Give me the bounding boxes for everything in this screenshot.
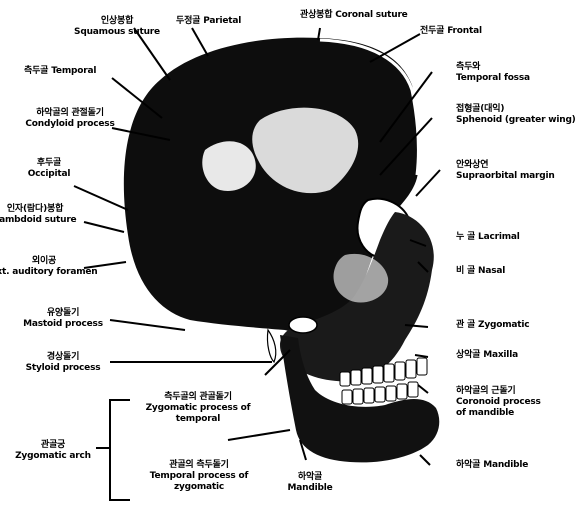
label-condyloid-process: 하악골의 관절돌기 Condyloid process bbox=[20, 108, 120, 130]
mandible-right-ko: 하악골 bbox=[456, 460, 480, 470]
temporal-process-zygomatic-en1: Temporal process of bbox=[134, 471, 264, 482]
label-lambdoid-suture: 인자(람다)봉합 Lambdoid suture bbox=[0, 204, 86, 226]
occipital-en: Occipital bbox=[14, 169, 84, 180]
zygomatic-process-temporal-en2: temporal bbox=[132, 414, 264, 425]
label-frontal: 전두골 Frontal bbox=[420, 26, 482, 37]
auditory-foramen bbox=[289, 317, 317, 333]
mandible-right-en: Mandible bbox=[483, 460, 528, 470]
label-mandible-bottom: 하악골 Mandible bbox=[280, 472, 340, 494]
label-coronal-suture: 관상봉합 Coronal suture bbox=[300, 10, 408, 21]
temporal-ko: 측두골 bbox=[24, 66, 48, 76]
lacrimal-en: Lacrimal bbox=[478, 232, 520, 242]
ext-auditory-ko: 외이공 bbox=[0, 256, 102, 267]
zygomatic-process-temporal-en1: Zygomatic process of bbox=[132, 403, 264, 414]
supraorbital-margin-ko: 안와상연 bbox=[456, 160, 555, 171]
lambdoid-suture-ko: 인자(람다)봉합 bbox=[0, 204, 86, 215]
maxilla-ko: 상악골 bbox=[456, 350, 480, 360]
parietal-ko: 두정골 bbox=[176, 16, 200, 26]
label-sphenoid: 접형골(대익) Sphenoid (greater wing) bbox=[456, 104, 576, 126]
mastoid bbox=[267, 330, 275, 362]
label-mandible-right: 하악골 Mandible bbox=[456, 460, 528, 471]
condyloid-process-ko: 하악골의 관절돌기 bbox=[20, 108, 120, 119]
styloid-process-en: Styloid process bbox=[18, 363, 108, 374]
coronoid-process-ko: 하악골의 근돌기 bbox=[456, 386, 541, 397]
label-parietal: 두정골 Parietal bbox=[176, 16, 241, 27]
label-mastoid-process: 유양돌기 Mastoid process bbox=[18, 308, 108, 330]
coronoid-process-en1: Coronoid process bbox=[456, 397, 541, 408]
ext-auditory-en: Ext. auditory foramen bbox=[0, 267, 102, 278]
nasal-ko: 비 골 bbox=[456, 266, 475, 276]
label-zygomatic-process-temporal: 측두골의 관골돌기 Zygomatic process of temporal bbox=[132, 392, 264, 425]
temporal-fossa-ko: 측두와 bbox=[456, 62, 530, 73]
lacrimal-ko: 누 골 bbox=[456, 232, 475, 242]
label-maxilla: 상악골 Maxilla bbox=[456, 350, 518, 361]
zygomatic-arch-en: Zygomatic arch bbox=[8, 451, 98, 462]
condyloid-process-en: Condyloid process bbox=[20, 119, 120, 130]
label-ext-auditory: 외이공 Ext. auditory foramen bbox=[0, 256, 102, 278]
temporal-fossa-en: Temporal fossa bbox=[456, 73, 530, 84]
zygomatic-process-temporal-ko: 측두골의 관골돌기 bbox=[132, 392, 264, 403]
frontal-ko: 전두골 bbox=[420, 26, 444, 36]
squamous-suture-en: Squamous suture bbox=[72, 27, 162, 38]
coronal-suture-ko: 관상봉합 bbox=[300, 10, 332, 20]
label-squamous-suture: 인상봉합 Squamous suture bbox=[72, 16, 162, 38]
parietal-en: Parietal bbox=[203, 16, 241, 26]
zygomatic-en: Zygomatic bbox=[478, 320, 529, 330]
mandible-bottom-ko: 하악골 bbox=[280, 472, 340, 483]
maxilla-en: Maxilla bbox=[483, 350, 518, 360]
label-temporal: 측두골 Temporal bbox=[24, 66, 96, 77]
label-lacrimal: 누 골 Lacrimal bbox=[456, 232, 520, 243]
nasal-en: Nasal bbox=[478, 266, 505, 276]
label-temporal-process-zygomatic: 관골의 측두돌기 Temporal process of zygomatic bbox=[134, 460, 264, 493]
squamous-suture-ko: 인상봉합 bbox=[72, 16, 162, 27]
temporal-highlight bbox=[202, 141, 256, 191]
lambdoid-suture-en: Lambdoid suture bbox=[0, 215, 86, 226]
styloid-process-ko: 경상돌기 bbox=[18, 352, 108, 363]
zygomatic-arch-ko: 관골궁 bbox=[8, 440, 98, 451]
coronoid-process-en2: of mandible bbox=[456, 408, 541, 419]
label-zygomatic: 관 골 Zygomatic bbox=[456, 320, 529, 331]
temporal-process-zygomatic-en2: zygomatic bbox=[134, 482, 264, 493]
supraorbital-margin-en: Supraorbital margin bbox=[456, 171, 555, 182]
temporal-en: Temporal bbox=[51, 66, 96, 76]
mandible-bottom-en: Mandible bbox=[280, 483, 340, 494]
sphenoid-en: Sphenoid (greater wing) bbox=[456, 115, 576, 126]
label-coronoid-process: 하악골의 근돌기 Coronoid process of mandible bbox=[456, 386, 541, 419]
coronal-suture-en: Coronal suture bbox=[335, 10, 407, 20]
mastoid-process-en: Mastoid process bbox=[18, 319, 108, 330]
label-zygomatic-arch: 관골궁 Zygomatic arch bbox=[8, 440, 98, 462]
label-styloid-process: 경상돌기 Styloid process bbox=[18, 352, 108, 374]
label-temporal-fossa: 측두와 Temporal fossa bbox=[456, 62, 530, 84]
label-occipital: 후두골 Occipital bbox=[14, 158, 84, 180]
frontal-en: Frontal bbox=[447, 26, 482, 36]
occipital-ko: 후두골 bbox=[14, 158, 84, 169]
sphenoid-ko: 접형골(대익) bbox=[456, 104, 576, 115]
temporal-process-zygomatic-ko: 관골의 측두돌기 bbox=[134, 460, 264, 471]
label-nasal: 비 골 Nasal bbox=[456, 266, 505, 277]
mastoid-process-ko: 유양돌기 bbox=[18, 308, 108, 319]
label-supraorbital-margin: 안와상연 Supraorbital margin bbox=[456, 160, 555, 182]
zygomatic-ko: 관 골 bbox=[456, 320, 475, 330]
